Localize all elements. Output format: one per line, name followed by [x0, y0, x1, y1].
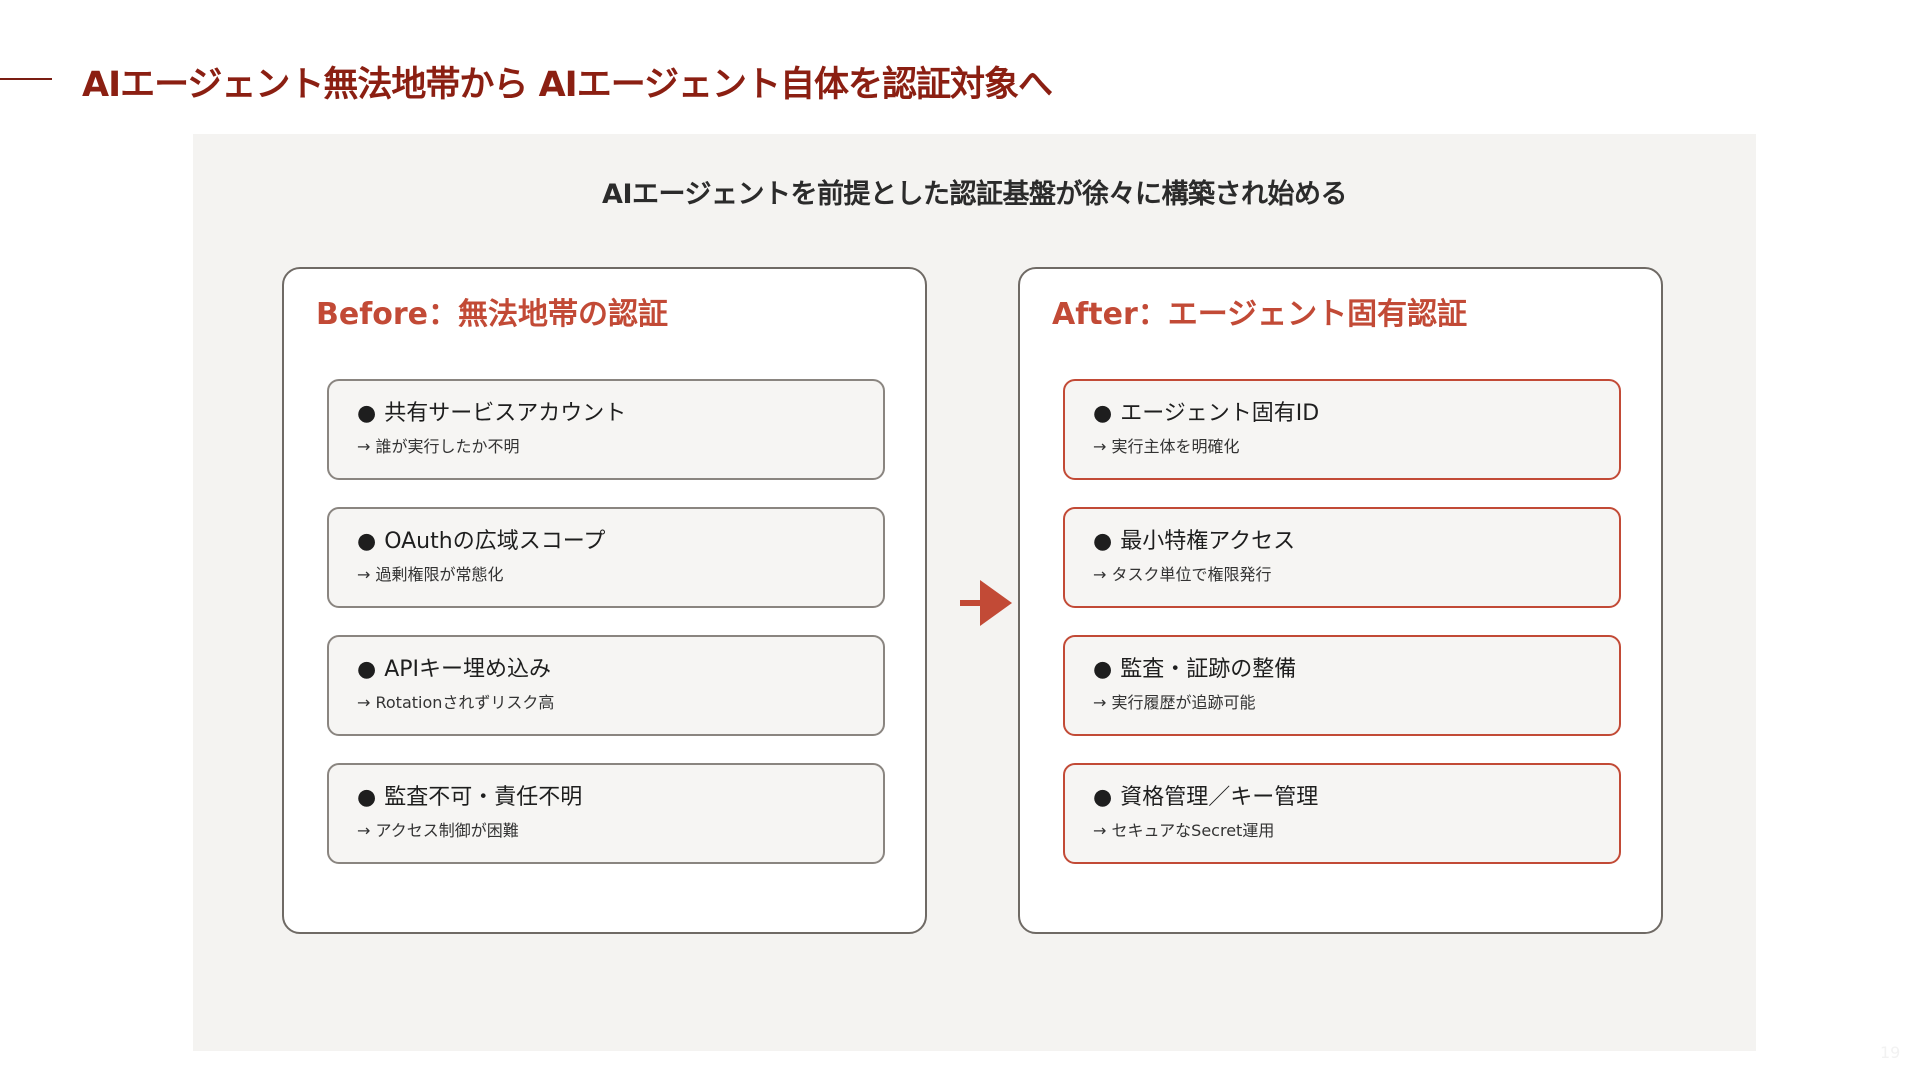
title-accent-line — [0, 78, 52, 80]
item-title: OAuthの広域スコープ — [384, 529, 606, 554]
after-item-agent-id: ● エージェント固有ID → 実行主体を明確化 — [1063, 379, 1621, 480]
item-description: → 誰が実行したか不明 — [357, 437, 520, 456]
item-title: エージェント固有ID — [1120, 401, 1320, 426]
item-description: → 実行主体を明確化 — [1093, 437, 1240, 456]
before-heading: Before：無法地帯の認証 — [316, 297, 669, 332]
diagram-panel: AIエージェントを前提とした認証基盤が徐々に構築され始める Before：無法地… — [193, 134, 1756, 1051]
before-item-no-audit: ● 監査不可・責任不明 → アクセス制御が困難 — [327, 763, 885, 864]
item-description: → 実行履歴が追跡可能 — [1093, 693, 1256, 712]
panel-heading: AIエージェントを前提とした認証基盤が徐々に構築され始める — [602, 179, 1347, 210]
item-title: 資格管理／キー管理 — [1120, 785, 1319, 810]
bullet-icon: ● — [1093, 529, 1113, 554]
after-item-least-privilege: ● 最小特権アクセス → タスク単位で権限発行 — [1063, 507, 1621, 608]
after-column: After：エージェント固有認証 ●エージェント固有ID → 実行主体を明確化 … — [1018, 267, 1663, 934]
bullet-icon: ● — [1093, 785, 1113, 810]
page-number: 19 — [1880, 1043, 1901, 1062]
bullet-icon: ● — [1093, 657, 1113, 682]
after-item-credential-management: ● 資格管理／キー管理 → セキュアなSecret運用 — [1063, 763, 1621, 864]
before-item-shared-account: ● 共有サービスアカウント → 誰が実行したか不明 — [327, 379, 885, 480]
item-title: 最小特権アクセス — [1120, 529, 1296, 554]
item-description: → アクセス制御が困難 — [357, 821, 519, 840]
bullet-icon: ● — [357, 529, 377, 554]
item-description: → Rotationされずリスク高 — [357, 693, 555, 712]
item-title: APIキー埋め込み — [384, 657, 552, 682]
bullet-icon: ● — [357, 785, 377, 810]
right-arrow-icon — [960, 580, 1012, 626]
bullet-icon: ● — [357, 657, 377, 682]
item-description: → セキュアなSecret運用 — [1093, 821, 1275, 840]
slide-title: AIエージェント無法地帯から AIエージェント自体を認証対象へ — [82, 65, 1053, 105]
item-description: → タスク単位で権限発行 — [1093, 565, 1272, 584]
before-item-api-key: ● APIキー埋め込み → Rotationされずリスク高 — [327, 635, 885, 736]
before-column: Before：無法地帯の認証 ●共有サービスアカウント → 誰が実行したか不明 … — [282, 267, 927, 934]
after-item-audit-trail: ● 監査・証跡の整備 → 実行履歴が追跡可能 — [1063, 635, 1621, 736]
item-title: 監査不可・責任不明 — [384, 785, 583, 810]
before-item-oauth-scope: ● OAuthの広域スコープ → 過剰権限が常態化 — [327, 507, 885, 608]
item-title: 監査・証跡の整備 — [1120, 657, 1297, 682]
item-description: → 過剰権限が常態化 — [357, 565, 504, 584]
item-title: 共有サービスアカウント — [384, 401, 627, 426]
bullet-icon: ● — [1093, 401, 1113, 426]
after-heading: After：エージェント固有認証 — [1052, 297, 1468, 332]
bullet-icon: ● — [357, 401, 377, 426]
